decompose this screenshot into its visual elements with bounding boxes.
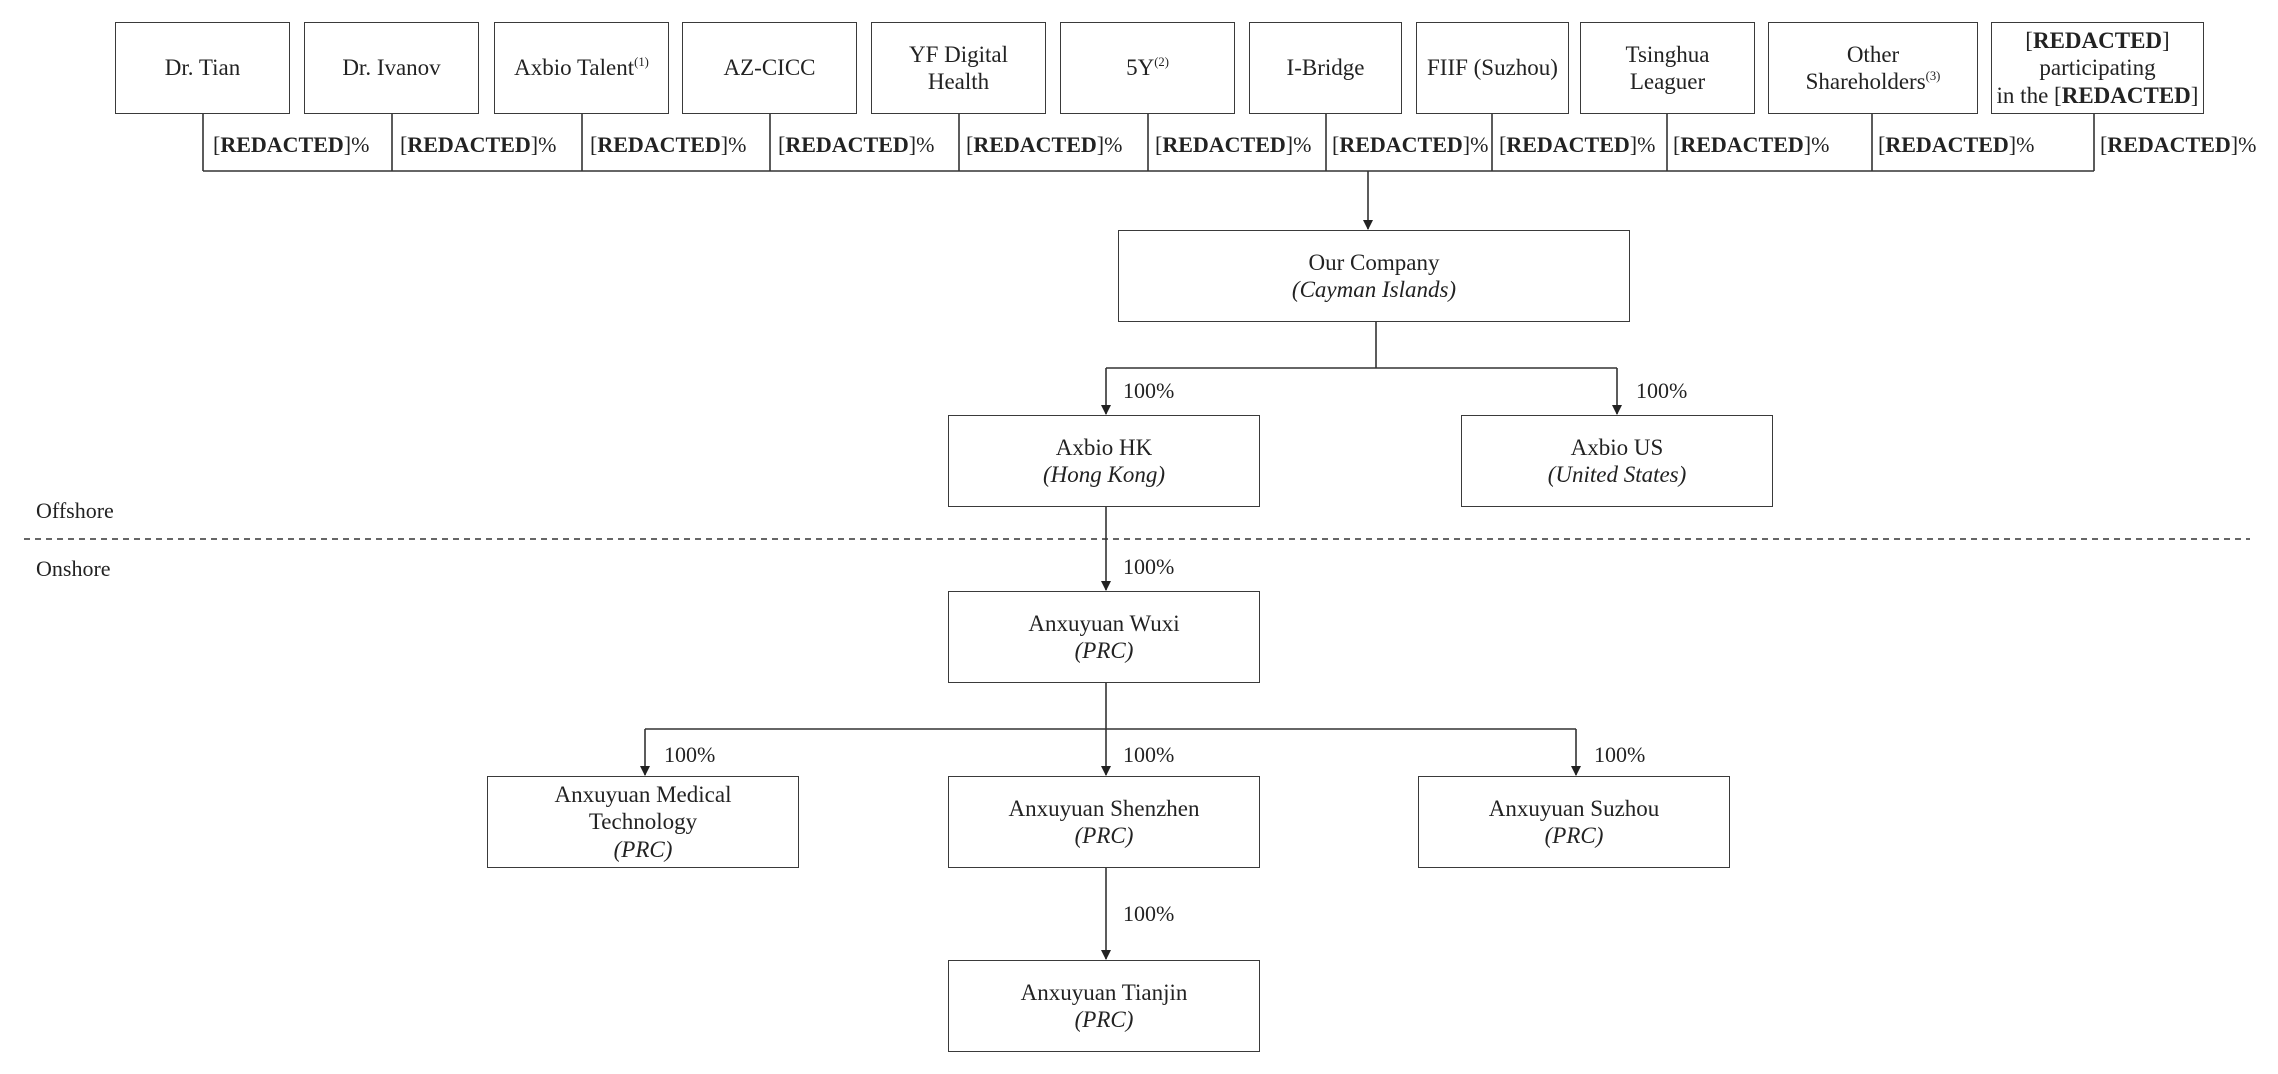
shareholder-box-axbio-talent: Axbio Talent(1) <box>494 22 669 114</box>
ownership-pct-anxuyuan-tianjin: 100% <box>1123 901 1175 926</box>
shareholding-pct: [REDACTED]% <box>400 132 557 157</box>
shareholder-box-dr-ivanov: Dr. Ivanov <box>304 22 479 114</box>
onshore-label: Onshore <box>36 556 111 581</box>
ownership-pct-anxuyuan-suzhou: 100% <box>1594 742 1646 767</box>
shareholding-pct: [REDACTED]% <box>213 132 370 157</box>
shareholder-box-az-cicc: AZ-CICC <box>682 22 857 114</box>
entity-box-anxuyuan-tianjin: Anxuyuan Tianjin (PRC) <box>948 960 1260 1052</box>
shareholder-box-5y: 5Y(2) <box>1060 22 1235 114</box>
footnote-marker: (2) <box>1154 55 1169 70</box>
entity-box-axbio-hk: Axbio HK (Hong Kong) <box>948 415 1260 507</box>
entity-box-anxuyuan-wuxi: Anxuyuan Wuxi (PRC) <box>948 591 1260 683</box>
shareholding-pct: [REDACTED]% <box>1878 132 2035 157</box>
shareholding-pct: [REDACTED]% <box>1673 132 1830 157</box>
shareholder-box-tsinghua-leaguer: Tsinghua Leaguer <box>1580 22 1755 114</box>
shareholding-pct: [REDACTED]% <box>778 132 935 157</box>
offshore-label: Offshore <box>36 498 114 523</box>
ownership-pct-axbio-us: 100% <box>1636 378 1688 403</box>
shareholder-box-redacted-participants: [REDACTED] participating in the [REDACTE… <box>1991 22 2204 114</box>
shareholder-box-i-bridge: I-Bridge <box>1249 22 1402 114</box>
shareholding-pct: [REDACTED]% <box>1499 132 1656 157</box>
entity-box-axbio-us: Axbio US (United States) <box>1461 415 1773 507</box>
shareholder-box-dr-tian: Dr. Tian <box>115 22 290 114</box>
ownership-pct-anxuyuan-medical-technology: 100% <box>664 742 716 767</box>
entity-box-our-company: Our Company (Cayman Islands) <box>1118 230 1630 322</box>
ownership-pct-anxuyuan-shenzhen: 100% <box>1123 742 1175 767</box>
shareholder-box-other-shareholders: Other Shareholders(3) <box>1768 22 1978 114</box>
entity-box-anxuyuan-shenzhen: Anxuyuan Shenzhen (PRC) <box>948 776 1260 868</box>
shareholding-pct: [REDACTED]% <box>590 132 747 157</box>
entity-box-anxuyuan-medical-technology: Anxuyuan Medical Technology (PRC) <box>487 776 799 868</box>
shareholding-pct: [REDACTED]% <box>1155 132 1312 157</box>
ownership-pct-anxuyuan-wuxi: 100% <box>1123 554 1175 579</box>
ownership-pct-axbio-hk: 100% <box>1123 378 1175 403</box>
shareholding-pct: [REDACTED]% <box>2100 132 2257 157</box>
shareholding-pct: [REDACTED]% <box>1332 132 1489 157</box>
shareholder-box-yf-digital-health: YF Digital Health <box>871 22 1046 114</box>
footnote-marker: (1) <box>634 55 649 70</box>
shareholder-box-fiif-suzhou: FIIF (Suzhou) <box>1416 22 1569 114</box>
footnote-marker: (3) <box>1925 69 1941 84</box>
shareholding-pct: [REDACTED]% <box>966 132 1123 157</box>
entity-box-anxuyuan-suzhou: Anxuyuan Suzhou (PRC) <box>1418 776 1730 868</box>
